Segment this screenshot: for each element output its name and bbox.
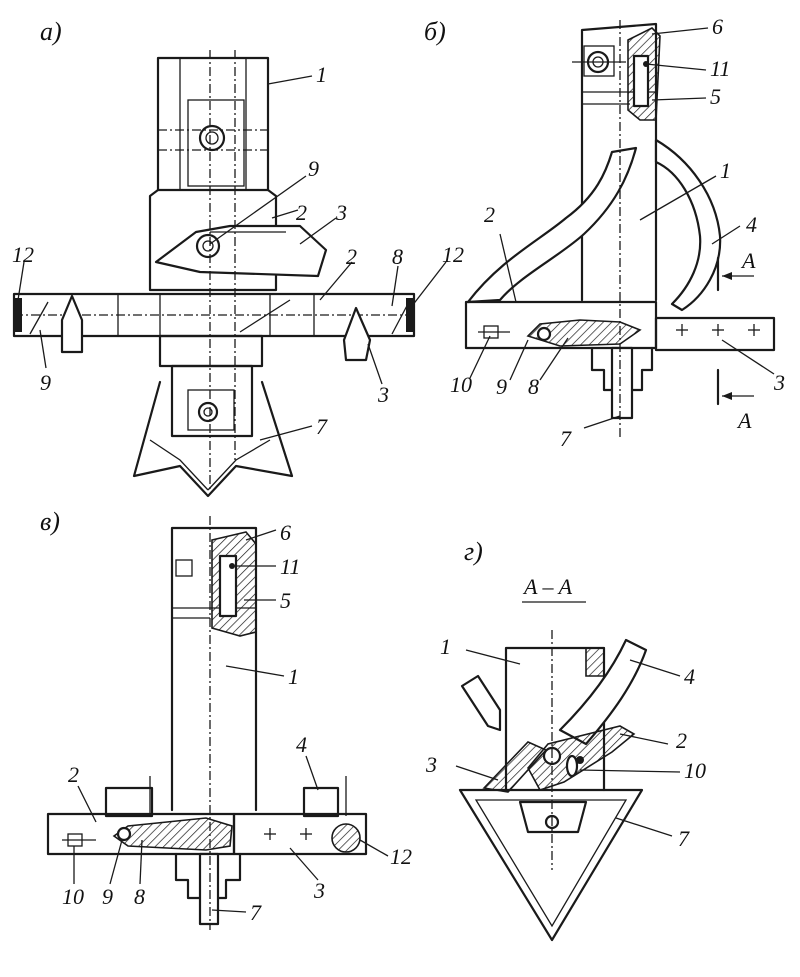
label-b-4: 4	[746, 212, 757, 237]
view-g-label: г)	[464, 537, 483, 566]
view-a: а)	[12, 17, 464, 498]
label-a-12-left: 12	[12, 242, 34, 267]
label-v-4: 4	[296, 732, 307, 757]
label-a-2: 2	[296, 200, 307, 225]
plus-marks-v	[264, 828, 312, 840]
label-g-7: 7	[678, 826, 690, 851]
label-a-8: 8	[392, 244, 403, 269]
label-b-3: 3	[773, 370, 785, 395]
label-a-2b: 2	[346, 244, 357, 269]
label-a-9: 9	[308, 156, 319, 181]
label-b-5: 5	[710, 84, 721, 109]
label-v-11: 11	[280, 554, 300, 579]
section-mark-upper: A	[740, 248, 756, 273]
label-v-8: 8	[134, 884, 145, 909]
view-v-label: в)	[40, 507, 60, 536]
view-a-label: а)	[40, 17, 62, 46]
label-g-2: 2	[676, 728, 687, 753]
label-g-4: 4	[684, 664, 695, 689]
label-v-1: 1	[288, 664, 299, 689]
label-v-10: 10	[62, 884, 84, 909]
label-g-10: 10	[684, 758, 706, 783]
view-g: г) A – A 1 4 2 3 10 7	[425, 537, 706, 942]
label-v-12: 12	[390, 844, 412, 869]
label-b-9: 9	[496, 374, 507, 399]
label-b-1: 1	[720, 158, 731, 183]
section-mark-lower: A	[736, 408, 752, 433]
label-b-8: 8	[528, 374, 539, 399]
label-v-5: 5	[280, 588, 291, 613]
label-b-7: 7	[560, 426, 572, 451]
label-v-9: 9	[102, 884, 113, 909]
plus-marks-b	[676, 324, 760, 336]
label-a-3b: 3	[377, 382, 389, 407]
label-a-7: 7	[316, 414, 328, 439]
label-b-6: 6	[712, 14, 723, 39]
label-v-2: 2	[68, 762, 79, 787]
label-a-12-right: 12	[442, 242, 464, 267]
label-b-2: 2	[484, 202, 495, 227]
label-a-3: 3	[335, 200, 347, 225]
view-v: в)	[40, 507, 412, 930]
view-b-label: б)	[424, 17, 446, 46]
label-a-1: 1	[316, 62, 327, 87]
label-v-3: 3	[313, 878, 325, 903]
view-b: б)	[424, 14, 785, 451]
label-b-11: 11	[710, 56, 730, 81]
label-g-3: 3	[425, 752, 437, 777]
label-g-1: 1	[440, 634, 451, 659]
section-title: A – A	[522, 574, 573, 599]
label-v-7: 7	[250, 900, 262, 925]
label-b-10: 10	[450, 372, 472, 397]
label-v-6: 6	[280, 520, 291, 545]
label-a-9-left: 9	[40, 370, 51, 395]
